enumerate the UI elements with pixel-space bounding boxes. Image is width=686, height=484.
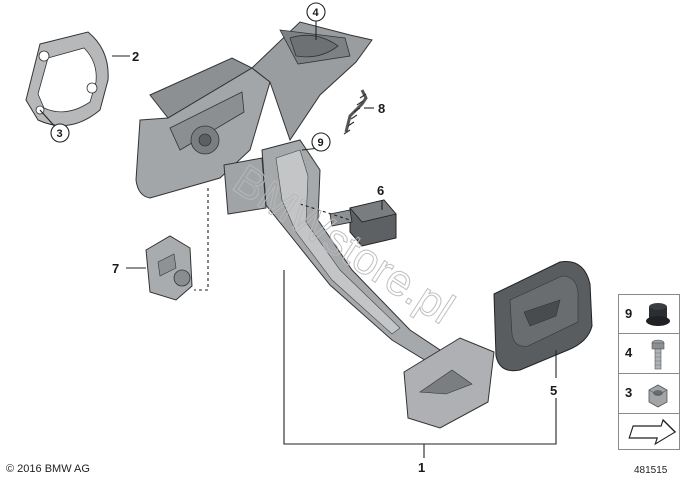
callout-1: 1 bbox=[418, 460, 425, 475]
pedal-switch[interactable] bbox=[329, 199, 397, 247]
callout-4: 4 bbox=[313, 7, 320, 19]
callout-3-circle bbox=[50, 123, 70, 143]
callout-8: 8 bbox=[378, 101, 385, 116]
callout-4-circle bbox=[306, 2, 326, 22]
gasket-part[interactable] bbox=[25, 31, 109, 127]
callout-9: 9 bbox=[318, 137, 324, 149]
legend-item-9[interactable]: 9 bbox=[618, 294, 680, 334]
hex-nut-icon bbox=[648, 384, 668, 408]
holder-bracket[interactable] bbox=[145, 235, 193, 301]
diagram-reference-number: 481515 bbox=[634, 465, 668, 476]
pedal-bracket[interactable] bbox=[135, 21, 373, 215]
legend-number: 4 bbox=[625, 345, 633, 360]
pedal-pad-rubber[interactable] bbox=[493, 260, 593, 372]
callout-3: 3 bbox=[57, 128, 63, 140]
callout-6: 6 bbox=[377, 183, 384, 198]
callout-2: 2 bbox=[132, 49, 139, 64]
legend-item-3[interactable]: 3 bbox=[618, 374, 680, 414]
callout-9-circle bbox=[311, 132, 331, 152]
callout-5: 5 bbox=[550, 383, 557, 398]
leader-1-5-bracket bbox=[283, 270, 557, 445]
legend-number: 9 bbox=[625, 306, 633, 321]
callout-7: 7 bbox=[112, 261, 119, 276]
return-spring[interactable] bbox=[343, 89, 368, 135]
legend-number: 3 bbox=[625, 385, 633, 400]
watermark: BMWstore.pl bbox=[225, 155, 463, 333]
copyright-text: © 2016 BMW AG bbox=[6, 463, 90, 475]
rubber-grommet-icon bbox=[646, 303, 670, 326]
dashed-switch-line bbox=[299, 203, 351, 221]
pedal-foot-plate[interactable] bbox=[403, 337, 495, 429]
next-page-arrow[interactable] bbox=[618, 414, 680, 450]
bolt-icon bbox=[651, 339, 665, 370]
small-parts-legend: 9 4 3 bbox=[618, 294, 680, 450]
next-page-arrow-icon bbox=[628, 418, 677, 446]
legend-item-4[interactable]: 4 bbox=[618, 334, 680, 374]
dashed-assembly-line bbox=[194, 188, 209, 291]
